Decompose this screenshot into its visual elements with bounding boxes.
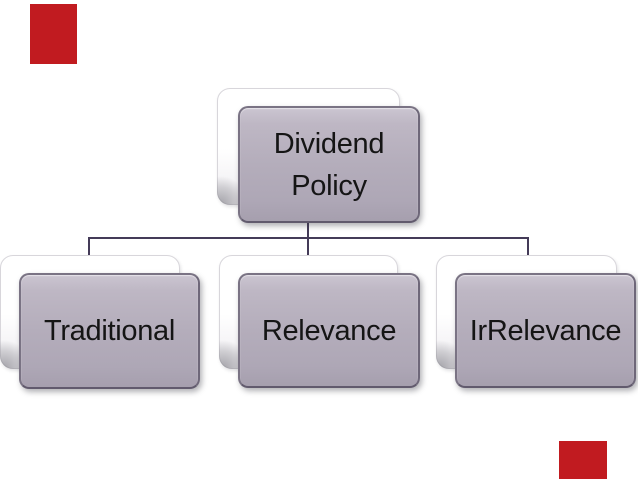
connector-drop-relevance bbox=[307, 238, 309, 257]
connector-root-stub bbox=[307, 220, 309, 239]
node-dividend-policy: Dividend Policy bbox=[238, 106, 420, 223]
node-irrelevance: IrRelevance bbox=[455, 273, 636, 388]
node-irrelevance-label: IrRelevance bbox=[469, 314, 622, 347]
node-relevance-label: Relevance bbox=[261, 314, 397, 347]
red-accent-bar-top-left bbox=[30, 4, 77, 64]
node-traditional: Traditional bbox=[19, 273, 200, 389]
red-accent-bar-bottom-right bbox=[559, 441, 607, 479]
node-dividend-policy-line1: Dividend bbox=[273, 127, 385, 160]
node-dividend-policy-line2: Policy bbox=[291, 169, 367, 202]
connector-drop-irrelevance bbox=[527, 238, 529, 256]
node-traditional-label: Traditional bbox=[43, 315, 176, 347]
node-relevance: Relevance bbox=[238, 273, 420, 388]
connector-drop-traditional bbox=[88, 238, 90, 256]
